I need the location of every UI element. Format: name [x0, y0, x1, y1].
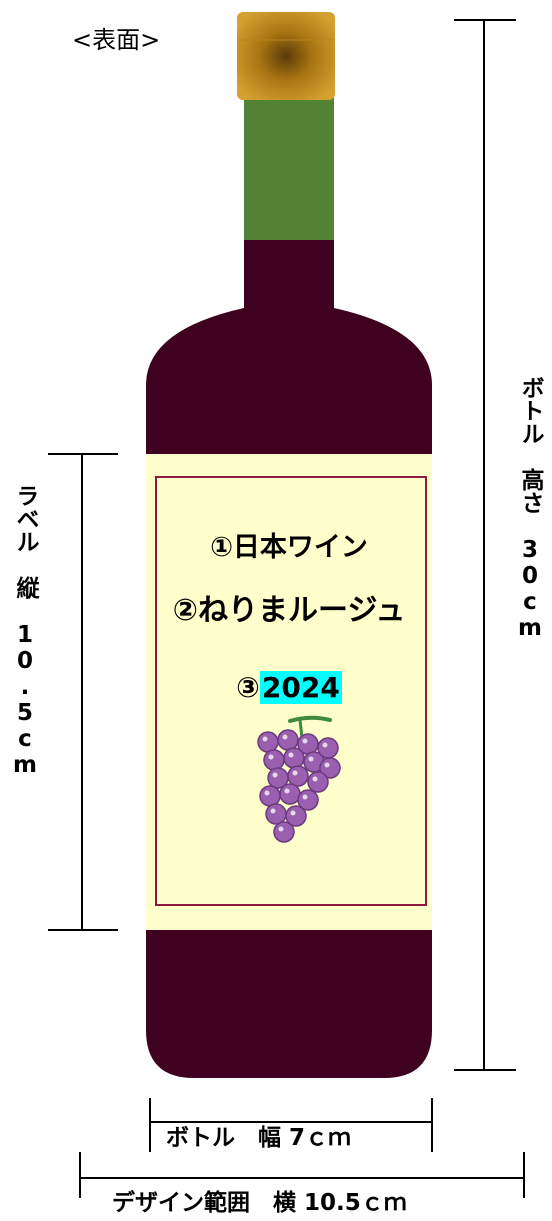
label-line-wine-name: ②ねりまルージュ [172, 593, 406, 628]
bottle-cap [237, 12, 335, 100]
bottle-width-dimension [149, 1098, 433, 1152]
vintage-year: 2024 [259, 671, 342, 704]
bottle-height-text: ボトル 高さ 30cm [517, 376, 543, 641]
bottle-neck [244, 98, 334, 240]
bottle-height-dimension [454, 19, 516, 1071]
side-label: <表面> [72, 26, 161, 54]
label-border [155, 476, 427, 906]
label-text-area: ①日本ワイン ②ねりまルージュ ③2024 [146, 454, 432, 930]
grape-illustration [257, 715, 341, 843]
design-range-dimension [79, 1152, 525, 1198]
label-height-dimension [48, 453, 118, 931]
label-height-text: ラベル 縦 10.5cm [12, 484, 38, 778]
grape-stem-vine [298, 719, 304, 739]
bottle-width-text: ボトル 幅 7ｃｍ [166, 1125, 352, 1151]
grape-stem [288, 715, 332, 723]
label-line-wine-type: ①日本ワイン [210, 532, 368, 563]
label-line-vintage: ③2024 [146, 671, 432, 704]
design-range-text: デザイン範囲 横 10.5ｃｍ [112, 1190, 407, 1216]
vintage-prefix: ③ [236, 671, 260, 704]
